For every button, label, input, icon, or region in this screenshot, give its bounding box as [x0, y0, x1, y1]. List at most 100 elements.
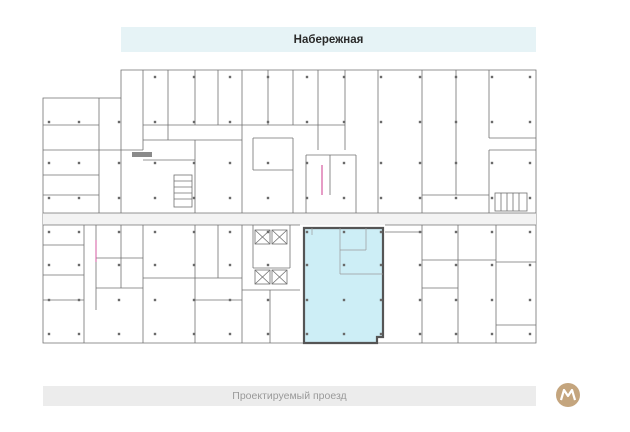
column-marker	[342, 332, 346, 336]
columns	[47, 75, 532, 336]
column-marker	[490, 298, 494, 302]
column-marker	[266, 120, 270, 124]
column-marker	[47, 161, 51, 165]
column-marker	[266, 263, 270, 267]
column-marker	[528, 196, 532, 200]
column-marker	[490, 332, 494, 336]
column-marker	[77, 120, 81, 124]
column-marker	[342, 230, 346, 234]
column-marker	[47, 332, 51, 336]
column-marker	[490, 120, 494, 124]
column-marker	[454, 332, 458, 336]
column-marker	[47, 298, 51, 302]
column-marker	[305, 161, 309, 165]
column-marker	[379, 161, 383, 165]
column-marker	[153, 161, 157, 165]
column-marker	[454, 263, 458, 267]
column-marker	[117, 161, 121, 165]
column-marker	[192, 332, 196, 336]
column-marker	[77, 298, 81, 302]
building-outline	[42, 69, 537, 344]
column-marker	[418, 263, 422, 267]
elevator-icon	[254, 229, 288, 245]
column-marker	[305, 230, 309, 234]
column-marker	[454, 230, 458, 234]
column-marker	[342, 120, 346, 124]
column-marker	[228, 332, 232, 336]
column-marker	[47, 120, 51, 124]
column-marker	[153, 120, 157, 124]
column-marker	[454, 120, 458, 124]
column-marker	[153, 263, 157, 267]
column-marker	[266, 332, 270, 336]
column-marker	[228, 196, 232, 200]
column-marker	[418, 120, 422, 124]
column-marker	[77, 161, 81, 165]
column-marker	[77, 332, 81, 336]
column-marker	[342, 196, 346, 200]
column-marker	[379, 196, 383, 200]
column-marker	[266, 196, 270, 200]
column-marker	[528, 263, 532, 267]
shaft	[132, 152, 152, 157]
corridor	[43, 213, 536, 225]
column-marker	[266, 230, 270, 234]
elevator-icon	[254, 269, 288, 285]
column-marker	[528, 75, 532, 79]
column-marker	[305, 120, 309, 124]
column-marker	[77, 263, 81, 267]
street-label-top: Набережная	[121, 27, 536, 52]
column-marker	[418, 75, 422, 79]
metro-icon	[556, 383, 580, 407]
column-marker	[153, 298, 157, 302]
column-marker	[379, 230, 383, 234]
column-marker	[342, 161, 346, 165]
column-marker	[528, 161, 532, 165]
column-marker	[305, 196, 309, 200]
column-marker	[228, 120, 232, 124]
column-marker	[192, 230, 196, 234]
column-marker	[528, 332, 532, 336]
column-marker	[47, 230, 51, 234]
column-marker	[228, 263, 232, 267]
column-marker	[117, 196, 121, 200]
column-marker	[192, 120, 196, 124]
column-marker	[153, 75, 157, 79]
column-marker	[379, 332, 383, 336]
column-marker	[418, 161, 422, 165]
column-marker	[379, 120, 383, 124]
column-marker	[228, 230, 232, 234]
column-marker	[454, 196, 458, 200]
column-marker	[47, 196, 51, 200]
stair-icon	[494, 192, 528, 212]
column-marker	[418, 196, 422, 200]
column-marker	[266, 298, 270, 302]
column-marker	[418, 230, 422, 234]
column-marker	[528, 120, 532, 124]
selected-unit[interactable]	[302, 226, 385, 345]
column-marker	[490, 230, 494, 234]
bottom-units	[43, 225, 536, 343]
column-marker	[192, 161, 196, 165]
column-marker	[192, 75, 196, 79]
column-marker	[266, 161, 270, 165]
column-marker	[379, 298, 383, 302]
street-label-bottom: Проектируемый проезд	[43, 386, 536, 406]
column-marker	[418, 298, 422, 302]
column-marker	[117, 332, 121, 336]
column-marker	[305, 75, 309, 79]
column-marker	[228, 161, 232, 165]
column-marker	[228, 75, 232, 79]
column-marker	[305, 332, 309, 336]
column-marker	[342, 298, 346, 302]
column-marker	[117, 230, 121, 234]
column-marker	[379, 75, 383, 79]
column-marker	[490, 196, 494, 200]
column-marker	[454, 298, 458, 302]
column-marker	[454, 161, 458, 165]
top-units	[43, 70, 536, 213]
column-marker	[379, 263, 383, 267]
column-marker	[192, 196, 196, 200]
stair-icon	[173, 174, 193, 208]
